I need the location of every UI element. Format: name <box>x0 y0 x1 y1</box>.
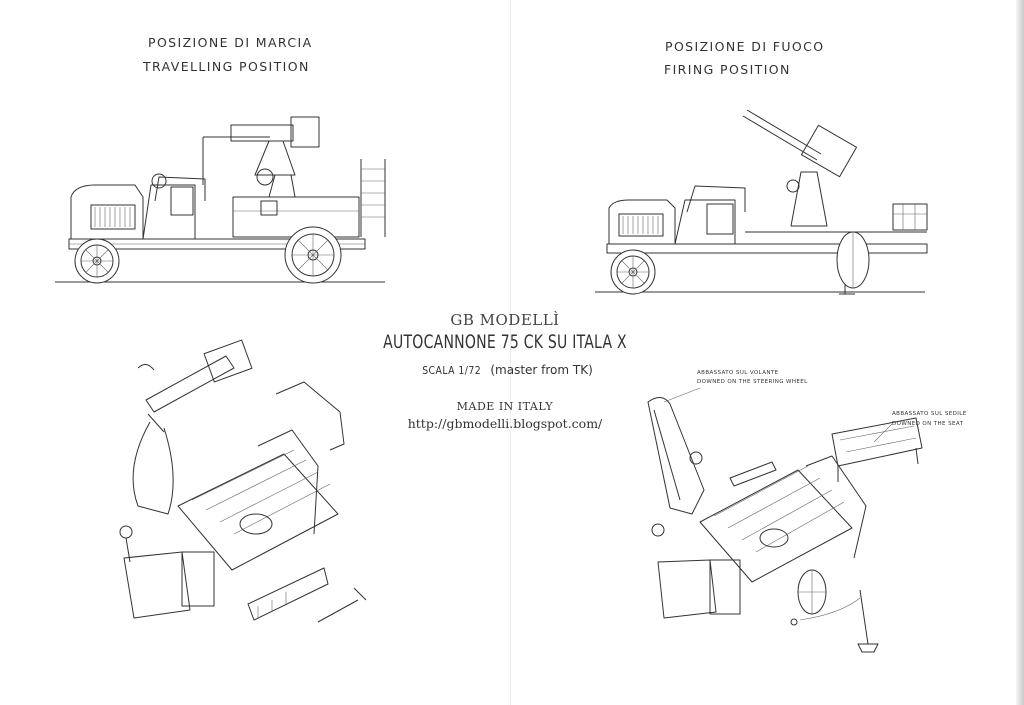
scale-note: (master from TK) <box>490 363 593 377</box>
travelling-position-side-view <box>55 115 385 290</box>
caption-travelling-it: POSIZIONE DI MARCIA <box>148 35 313 50</box>
note-seat-en: DOWNED ON THE SEAT <box>892 421 964 427</box>
page-fold-line <box>510 0 511 705</box>
scale-label: SCALA 1/72 <box>422 364 482 377</box>
blog-url: http://gbmodelli.blogspot.com/ <box>407 416 603 431</box>
caption-firing-it: POSIZIONE DI FUOCO <box>665 39 825 54</box>
made-in-label: MADE IN ITALY <box>456 400 554 413</box>
travelling-exploded-view <box>108 338 388 638</box>
note-steering-it: ABBASSATO SUL VOLANTE <box>697 370 779 376</box>
model-title: AUTOCANNONE 75 CK SU ITALA X <box>383 331 627 353</box>
note-steering-en: DOWNED ON THE STEERING WHEEL <box>697 379 808 385</box>
scale-line: SCALA 1/72 (master from TK) <box>340 363 670 377</box>
firing-exploded-view <box>640 382 940 654</box>
note-seat-it: ABBASSATO SUL SEDILE <box>892 411 967 417</box>
firing-position-side-view <box>595 108 940 298</box>
caption-firing-en: FIRING POSITION <box>664 62 791 77</box>
caption-travelling-en: TRAVELLING POSITION <box>143 59 310 74</box>
scanner-edge-shadow <box>1016 0 1024 705</box>
brand-name: GB MODELLÌ <box>450 311 560 329</box>
